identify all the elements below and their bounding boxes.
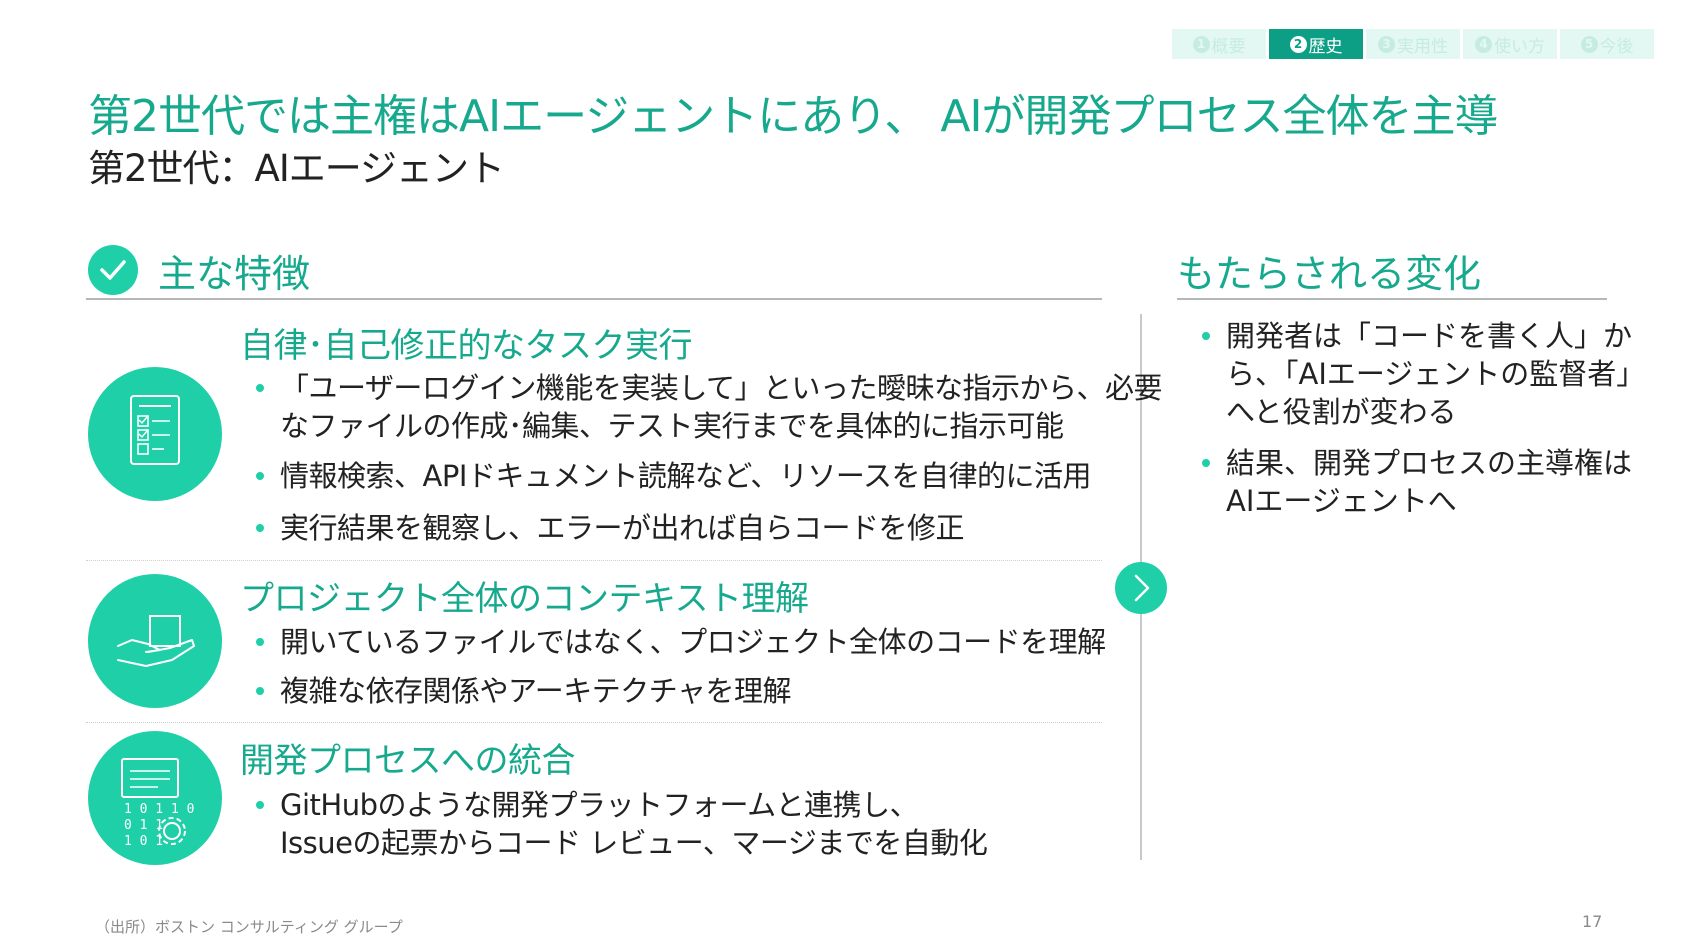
bullet-line: 「ユーザーログイン機能を実装して」といった曖昧な指示から、必要 — [280, 371, 1163, 405]
bullet-line: なファイルの作成･編集、テスト実行までを具体的に指示可能 — [280, 409, 1064, 443]
hand-holding-box-icon — [88, 574, 222, 708]
tab-practicality[interactable]: 3 実用性 — [1366, 29, 1460, 59]
list-item: 情報検索、APIドキュメント読解など、リソースを自律的に活用 — [256, 457, 1162, 495]
svg-text:0 1 1: 0 1 1 — [124, 818, 163, 833]
features-divider — [86, 298, 1102, 300]
change-text: 開発者は「コードを書く人」から、「AIエージェントの監督者」へと役割が変わる — [1226, 319, 1633, 429]
bullet-line: 情報検索、APIドキュメント読解など、リソースを自律的に活用 — [280, 459, 1091, 493]
section-title-context: プロジェクト全体のコンテキスト理解 — [240, 579, 809, 619]
tab-number: 4 — [1475, 35, 1492, 53]
tab-label: 使い方 — [1494, 36, 1545, 57]
tab-overview[interactable]: 1 概要 — [1172, 29, 1266, 59]
section-bullets-integration: GitHubのような開発プラットフォームと連携し、 Issueの起票からコード … — [256, 786, 988, 862]
tab-number: 3 — [1378, 35, 1395, 53]
bullet-line: 複雑な依存関係やアーキテクチャを理解 — [280, 674, 791, 708]
section-title-integration: 開発プロセスへの統合 — [240, 741, 576, 781]
bullet-line: 開いているファイルではなく、プロジェクト全体のコードを理解 — [280, 625, 1106, 659]
tab-number: 2 — [1289, 35, 1307, 53]
section-bullets-autonomous: 「ユーザーログイン機能を実装して」といった曖昧な指示から、必要 なファイルの作成… — [256, 369, 1163, 547]
section-bullets-context: 開いているファイルではなく、プロジェクト全体のコードを理解 複雑な依存関係やアー… — [256, 623, 1106, 710]
tab-label: 実用性 — [1397, 36, 1448, 57]
section-tabs: 1 概要 2 歴史 3 実用性 4 使い方 5 今後 — [1172, 29, 1654, 59]
source-footnote: （出所）ボストン コンサルティング グループ — [95, 918, 403, 936]
list-item: 開いているファイルではなく、プロジェクト全体のコードを理解 — [256, 623, 1106, 661]
tab-future[interactable]: 5 今後 — [1560, 29, 1654, 59]
tab-label: 今後 — [1599, 36, 1634, 57]
features-heading: 主な特徴 — [158, 252, 311, 296]
bullet-line: Issueの起票からコード レビュー、マージまでを自動化 — [280, 826, 988, 860]
list-item: 複雑な依存関係やアーキテクチャを理解 — [256, 672, 1106, 710]
tab-number: 5 — [1580, 35, 1598, 53]
chevron-right-icon — [1115, 562, 1167, 614]
changes-bullets: 開発者は「コードを書く人」から、「AIエージェントの監督者」へと役割が変わる 結… — [1202, 317, 1636, 520]
list-item: 結果、開発プロセスの主導権はAIエージェントへ — [1202, 444, 1636, 520]
change-text: 結果、開発プロセスの主導権はAIエージェントへ — [1226, 446, 1633, 518]
changes-heading: もたらされる変化 — [1177, 252, 1482, 296]
tab-number: 1 — [1192, 35, 1210, 53]
list-item: GitHubのような開発プラットフォームと連携し、 Issueの起票からコード … — [256, 786, 988, 862]
page-title: 第2世代では主権はAIエージェントにあり、 AIが開発プロセス全体を主導 — [88, 91, 1498, 142]
list-item: 開発者は「コードを書く人」から、「AIエージェントの監督者」へと役割が変わる — [1202, 317, 1636, 431]
section-separator — [86, 560, 1102, 561]
tab-label: 歴史 — [1308, 36, 1343, 57]
tab-history[interactable]: 2 歴史 — [1269, 29, 1363, 59]
page-number: 17 — [1582, 912, 1603, 931]
list-item: 「ユーザーログイン機能を実装して」といった曖昧な指示から、必要 なファイルの作成… — [256, 369, 1163, 445]
changes-divider — [1177, 298, 1607, 300]
section-separator — [86, 722, 1102, 723]
section-title-autonomous: 自律･自己修正的なタスク実行 — [240, 326, 693, 366]
checklist-document-icon — [88, 367, 222, 501]
list-item: 実行結果を観察し、エラーが出れば自らコードを修正 — [256, 509, 1162, 547]
bullet-line: 実行結果を観察し、エラーが出れば自らコードを修正 — [280, 511, 965, 545]
tab-label: 概要 — [1211, 36, 1246, 57]
svg-text:1 0 1: 1 0 1 — [124, 834, 163, 849]
binary-code-gear-icon: 1 0 1 1 0 0 1 1 1 0 1 — [88, 731, 222, 865]
tab-usage[interactable]: 4 使い方 — [1463, 29, 1557, 59]
checkmark-icon — [88, 245, 138, 295]
page-subtitle: 第2世代：AIエージェント — [88, 147, 505, 190]
svg-text:1 0 1 1 0: 1 0 1 1 0 — [124, 802, 194, 817]
bullet-line: GitHubのような開発プラットフォームと連携し、 — [280, 788, 919, 822]
